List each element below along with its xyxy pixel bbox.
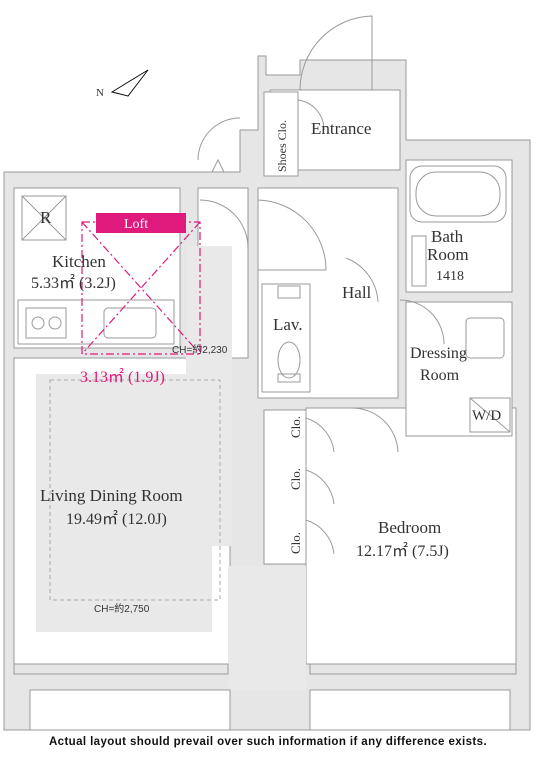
shoes-closet-label: Shoes Clo. xyxy=(275,120,289,172)
loft-badge xyxy=(96,213,186,233)
kitchen-counter xyxy=(17,299,175,345)
toilet-tank xyxy=(277,285,301,299)
passage-door xyxy=(197,117,241,161)
column-zone xyxy=(228,566,306,690)
lav-door xyxy=(345,257,379,303)
dressing-label-2: Room xyxy=(420,367,460,384)
wd-label: W/D xyxy=(472,408,501,424)
bedroom-area xyxy=(305,407,517,665)
ceiling-height-outline xyxy=(49,379,221,601)
dressing-area xyxy=(405,301,513,437)
toilet-icon xyxy=(277,341,301,379)
lav-label: Lav. xyxy=(273,315,303,334)
bedroom-area-label: 12.17㎡ (7.5J) xyxy=(356,542,449,560)
bedroom-label: Bedroom xyxy=(378,518,441,537)
loft-ceiling-label: CH=約2,230 xyxy=(172,343,228,356)
compass-north-icon: N xyxy=(96,69,149,99)
step-icon xyxy=(211,158,225,173)
entrance-label: Entrance xyxy=(311,119,371,138)
hall-door xyxy=(257,199,327,271)
living-floor-zone xyxy=(36,374,212,632)
compass-n-label: N xyxy=(96,87,104,99)
closet-door-3 xyxy=(305,519,335,555)
lavatory-area xyxy=(261,283,311,393)
entrance-door xyxy=(299,15,373,91)
kitchen-label: Kitchen xyxy=(52,252,106,271)
loft-area-label: 3.13㎡ (1.9J) xyxy=(80,368,165,386)
balcony-left xyxy=(29,689,231,731)
refrigerator xyxy=(21,195,67,241)
dressing-label: Dressing xyxy=(410,345,467,362)
closet-label-1: Clo. xyxy=(288,416,303,438)
bath-door xyxy=(411,235,427,287)
washbasin-icon xyxy=(465,317,505,359)
living-side-zone xyxy=(186,246,232,546)
bath-area xyxy=(405,159,513,293)
window-left xyxy=(13,663,229,675)
shoes-closet xyxy=(263,91,299,177)
living-area-label: 19.49㎡ (12.0J) xyxy=(66,510,167,528)
shoes-door xyxy=(297,99,325,131)
bath-label-2: Room xyxy=(427,245,469,264)
closet-area xyxy=(263,409,307,565)
closet-door-1 xyxy=(305,417,335,453)
refrigerator-label: R xyxy=(40,208,52,227)
loft-label: Loft xyxy=(124,217,148,232)
closet-label-2: Clo. xyxy=(288,468,303,490)
window-right xyxy=(309,663,517,675)
stove-icon xyxy=(25,307,67,339)
disclaimer-footer: Actual layout should prevail over such i… xyxy=(48,736,488,748)
bath-label: Bath xyxy=(431,227,464,246)
living-ceiling-label: CH=約2,750 xyxy=(94,602,150,615)
closet-door-2 xyxy=(305,469,335,505)
kitchen-door xyxy=(199,199,249,249)
hall-label: Hall xyxy=(342,283,372,302)
closet-label-3: Clo. xyxy=(288,532,303,554)
bathtub-icon xyxy=(409,165,507,223)
bath-size-label: 1418 xyxy=(436,269,464,284)
dressing-door xyxy=(399,299,445,345)
balcony-right xyxy=(309,689,511,731)
washer-dryer-space xyxy=(469,397,511,433)
bedroom-door xyxy=(351,407,399,453)
sink-icon xyxy=(103,307,157,339)
living-label: Living Dining Room xyxy=(40,486,183,505)
kitchen-area-label: 5.33㎡ (3.2J) xyxy=(31,274,116,292)
